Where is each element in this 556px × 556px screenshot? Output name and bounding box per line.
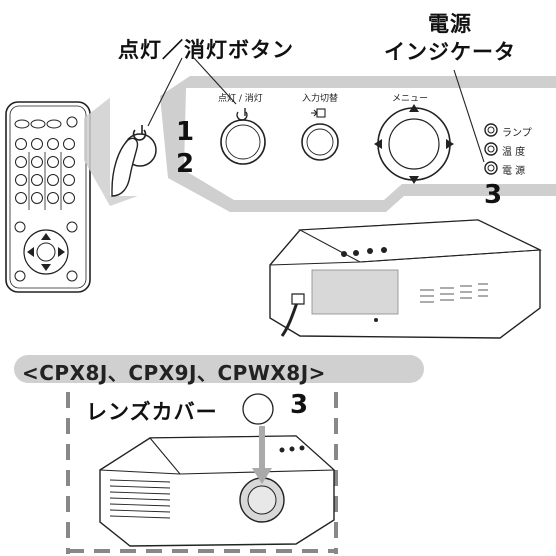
power-icon: [132, 129, 147, 141]
models-frame: [66, 392, 338, 554]
models-banner: <CPX8J、CPX9J、CPWX8J>: [22, 361, 326, 385]
step-3: 3: [484, 180, 503, 210]
power-indicator-callout-line1: 電源: [428, 12, 472, 36]
power-button-callout: 点灯／消灯ボタン: [118, 38, 294, 62]
indicator-label-lamp: ランプ: [502, 128, 532, 139]
remote-power-zoom: [84, 96, 162, 206]
callout-leaders: [147, 57, 485, 163]
panel-power-button: [220, 119, 266, 165]
lamp-indicator: [484, 123, 498, 137]
step-1: 1: [176, 117, 195, 147]
power-indicator-callout-line2: インジケータ: [384, 40, 516, 64]
temp-indicator: [484, 142, 498, 156]
projector-top: [269, 219, 543, 339]
indicator-label-power: 電 源: [502, 166, 526, 177]
remote-power-icon: [66, 116, 78, 128]
indicator-label-temp: 温 度: [502, 147, 526, 158]
projector-lens-area: [311, 269, 399, 315]
models-banner-bg: [14, 355, 424, 383]
remote-control: [5, 101, 91, 293]
projector-bottom: [99, 426, 336, 547]
panel-menu-label: メニュー: [392, 94, 429, 104]
remote-dpad: [23, 229, 69, 275]
finger-pressing-icon: [111, 137, 139, 197]
panel-input-label: 入力切替: [302, 94, 339, 104]
lens-cover-callout: レンズカバー: [86, 400, 218, 424]
control-panel-zoom: [160, 76, 556, 212]
panel-power-label: 点灯 / 消灯: [218, 94, 263, 104]
step-3-lens: 3: [290, 390, 309, 420]
lens-cover-circle: [242, 393, 274, 425]
step-2: 2: [176, 149, 195, 179]
panel-power-icon: [236, 111, 248, 121]
power-indicator: [484, 161, 498, 175]
